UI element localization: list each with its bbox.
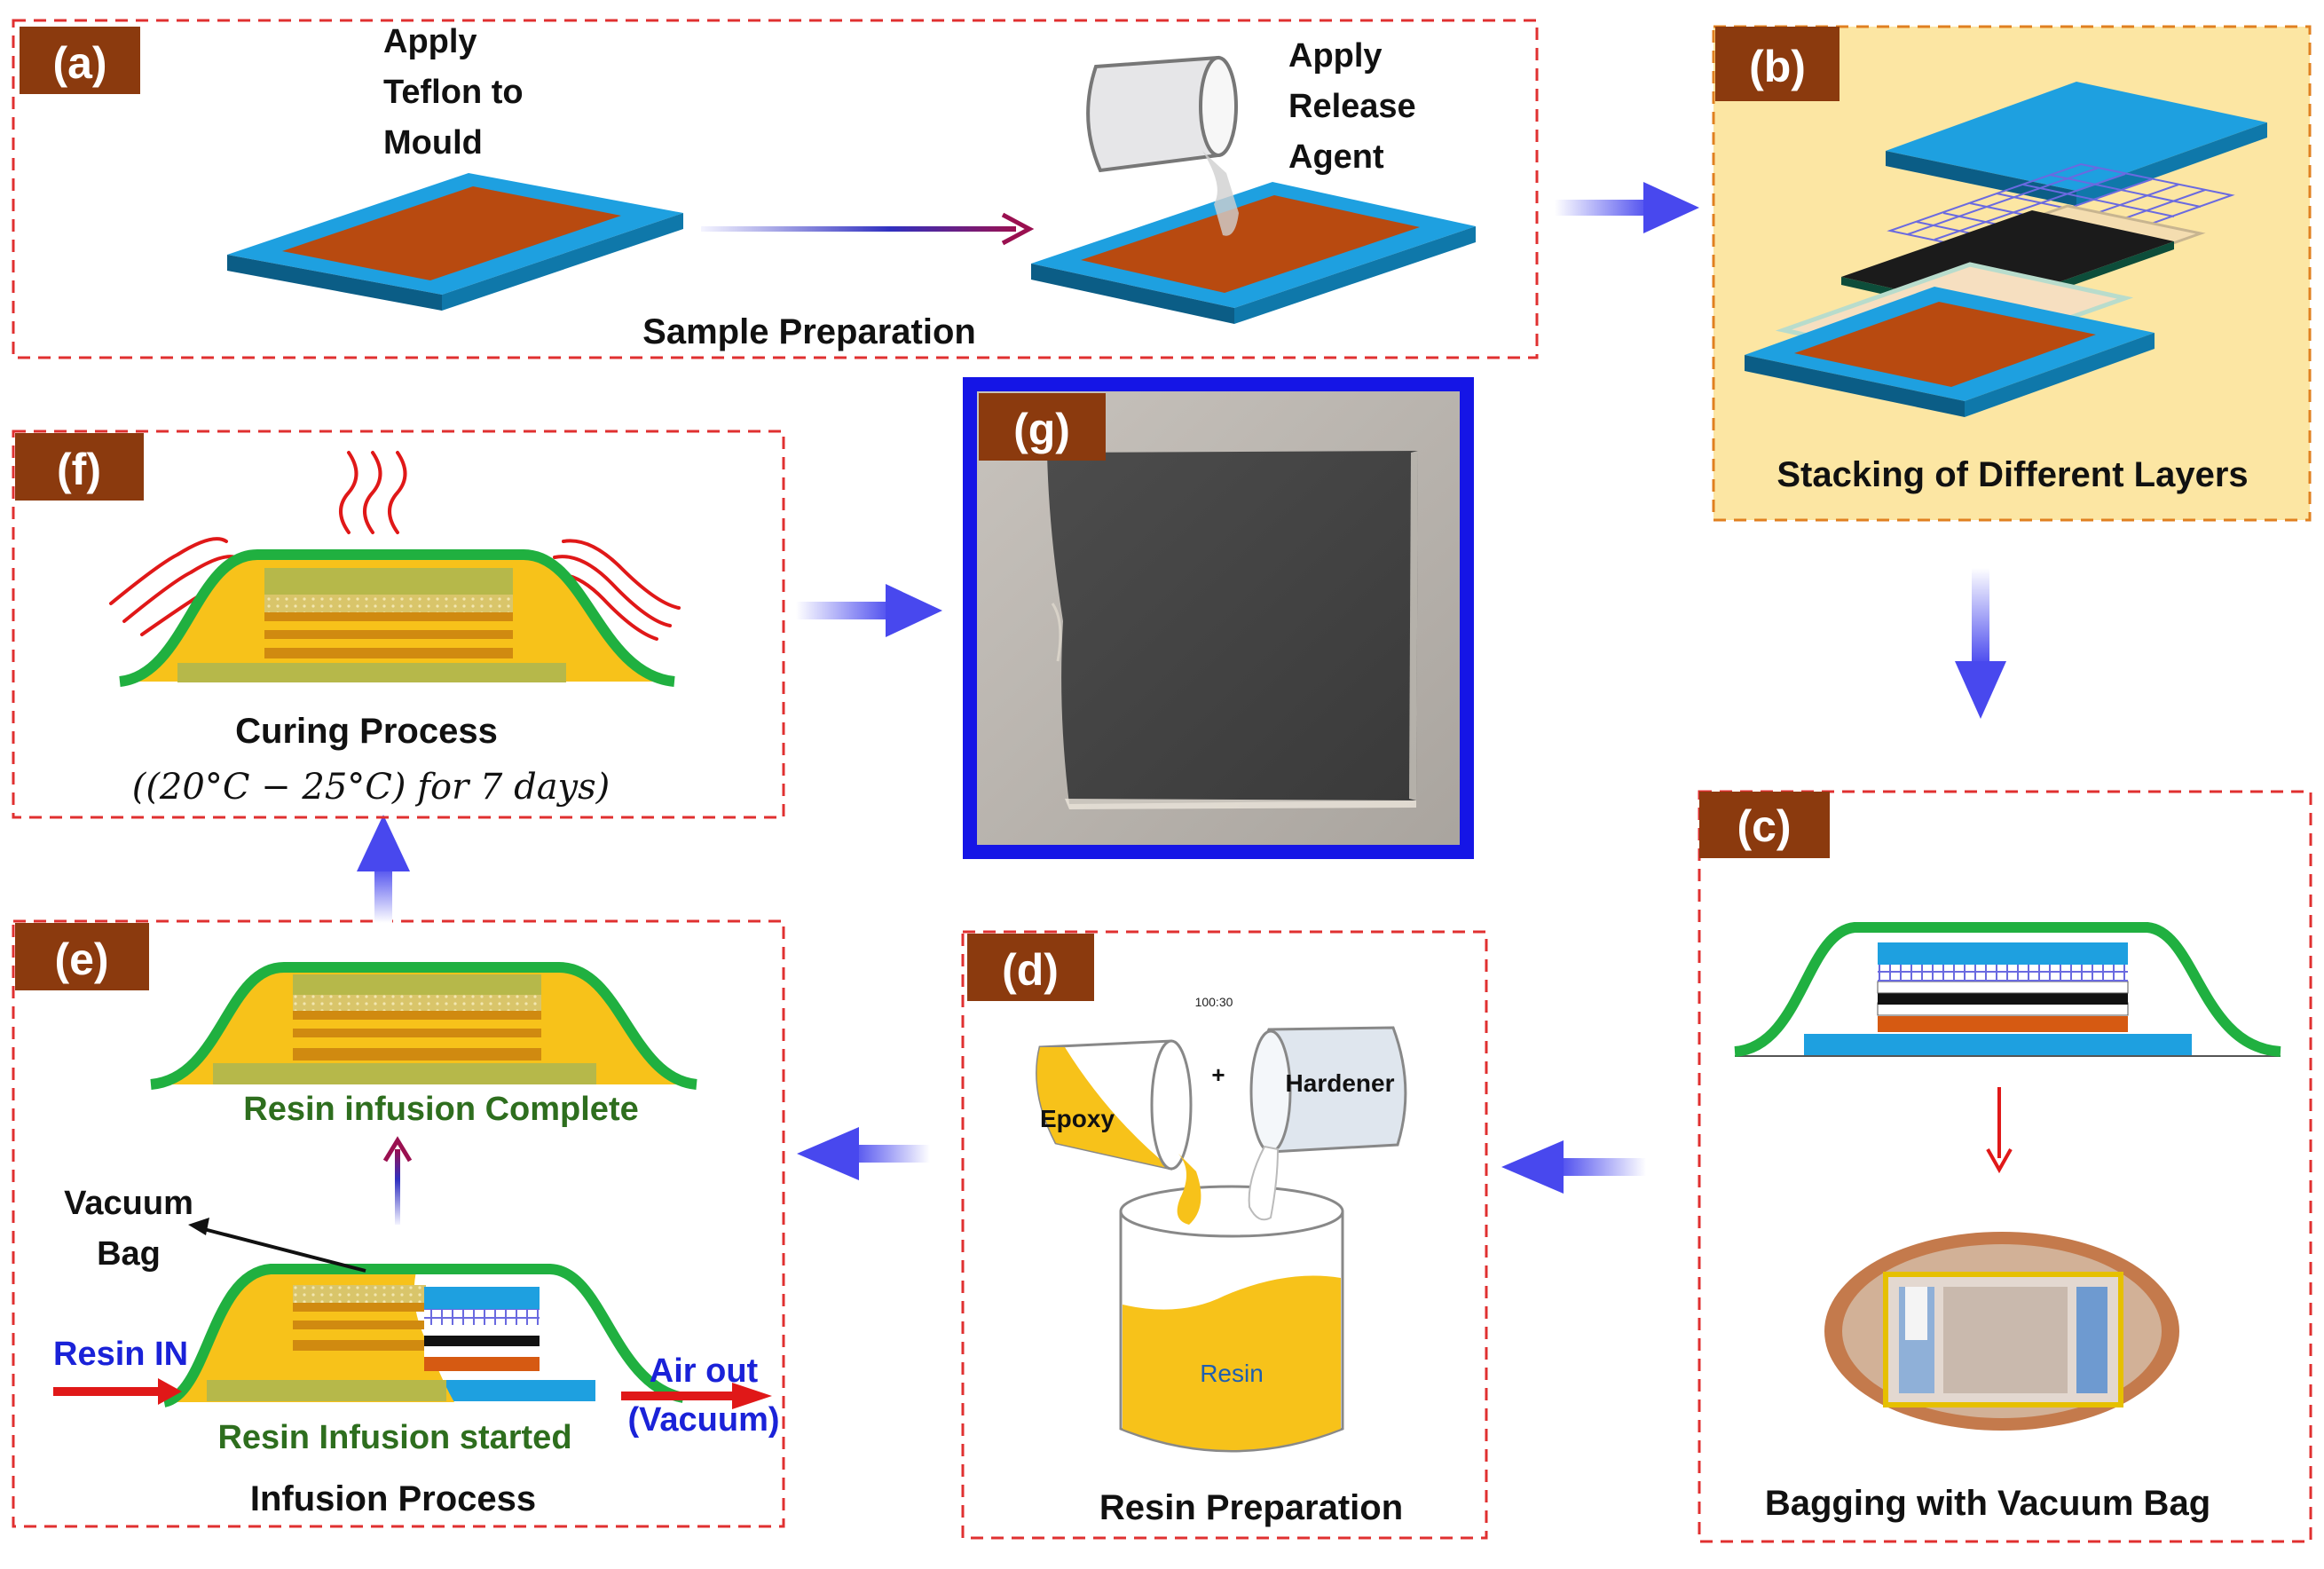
cured-composite-photo: [1047, 451, 1418, 809]
svg-text:Apply: Apply: [383, 23, 477, 60]
panel-b-tag-bg: [1715, 27, 1840, 101]
step-label-teflon-2: Teflon to: [383, 74, 524, 111]
panel-g-tag: (g): [1013, 405, 1070, 454]
panel-d: (d) 100:30 Resin Epoxy + Hardener Resin …: [961, 930, 1488, 1540]
panel-g: (g): [963, 377, 1474, 859]
resin-label: Resin: [1200, 1360, 1264, 1387]
panel-f-tag-bg: [15, 433, 144, 501]
panel-a-frame: [12, 19, 1539, 359]
mould-with-teflon: [227, 173, 683, 311]
svg-text:Agent: Agent: [1288, 138, 1384, 176]
curing-condition: ((20°C − 25°C) for 7 days): [132, 767, 611, 808]
mould-with-release-agent: [1031, 182, 1476, 324]
infusion-complete-diagram: [150, 962, 697, 1090]
svg-text:Bag: Bag: [97, 1235, 161, 1273]
svg-text:Air out: Air out: [650, 1352, 759, 1390]
step-label-teflon-1: Apply: [383, 23, 477, 60]
panel-e-caption: Infusion Process: [250, 1479, 536, 1518]
panel-f-frame: [12, 430, 785, 819]
flow-arrow-e-to-f: [357, 815, 410, 923]
air-out-label-1: Air out: [650, 1352, 759, 1390]
air-out-label-2: (Vacuum): [627, 1401, 779, 1439]
air-out-arrow: [621, 1383, 772, 1409]
panel-e-frame: [12, 919, 785, 1528]
svg-text:Release: Release: [1288, 88, 1416, 125]
resin-in-arrow: [53, 1378, 182, 1405]
flow-arrow-c-to-d: [1501, 1140, 1646, 1194]
epoxy-label: Epoxy: [1040, 1105, 1115, 1132]
infusion-complete-label: Resin infusion Complete: [243, 1091, 638, 1128]
panel-e-tag-bg: [15, 923, 149, 990]
panel-f-tag: (f): [57, 445, 101, 494]
infusion-started-label: Resin Infusion started: [217, 1419, 571, 1456]
panel-d-tag: (d): [1002, 945, 1059, 995]
panel-a-tag-bg: [20, 27, 140, 94]
step-label-release-1: Apply: [1288, 37, 1383, 75]
panel-c: (c) Bagging with Vacuum Bag: [1698, 790, 2312, 1543]
panel-b-caption: Stacking of Different Layers: [1776, 455, 2248, 494]
infusion-started-diagram: [162, 1264, 685, 1407]
svg-text:Mould: Mould: [383, 124, 483, 162]
mix-ratio: 100:30: [1195, 995, 1233, 1009]
step-label-teflon-3: Mould: [383, 124, 483, 162]
panel-f-caption: Curing Process: [235, 712, 498, 751]
panel-c-caption: Bagging with Vacuum Bag: [1765, 1484, 2210, 1523]
arrow-c-down: [1986, 1087, 2013, 1174]
vacuum-bag-photo: [1824, 1232, 2179, 1431]
bagged-layup: [1734, 922, 2281, 1057]
hardener-cup-icon: [1248, 1026, 1407, 1221]
flow-arrow-a-to-b: [1555, 182, 1699, 233]
epoxy-cup-icon: [1036, 1039, 1201, 1225]
hardener-label: Hardener: [1286, 1069, 1395, 1097]
svg-text:(Vacuum): (Vacuum): [627, 1401, 779, 1439]
flow-arrow-d-to-e: [797, 1127, 930, 1180]
svg-text:Teflon to: Teflon to: [383, 74, 524, 111]
panel-a-caption: Sample Preparation: [642, 312, 976, 351]
arrow-e-up: [382, 1136, 413, 1225]
panel-d-frame: [961, 930, 1488, 1540]
resin-in-label: Resin IN: [53, 1336, 188, 1373]
panel-c-tag: (c): [1737, 801, 1791, 851]
panel-c-frame: [1698, 790, 2312, 1543]
stacked-layers: [1745, 82, 2267, 417]
step-label-release-3: Agent: [1288, 138, 1384, 176]
panel-b: (b) Stacking of D: [1712, 25, 2312, 522]
vacuum-bag-pointer: [188, 1218, 366, 1273]
curing-layup-diagram: [118, 549, 675, 687]
panel-f: (f) Curing Process ((20°C − 25°C) for 7 …: [12, 430, 785, 819]
arrow-a1-to-a2: [701, 212, 1035, 246]
step-label-release-2: Release: [1288, 88, 1416, 125]
vacuum-bag-label-2: Bag: [97, 1235, 161, 1273]
panel-a: (a) Apply Teflon to Mould Appl: [12, 19, 1539, 359]
mix-plus: +: [1211, 1061, 1225, 1088]
svg-text:Apply: Apply: [1288, 37, 1383, 75]
panel-d-tag-bg: [967, 934, 1094, 1001]
heat-waves-icon: [109, 451, 681, 641]
panel-b-tag: (b): [1749, 42, 1806, 91]
panel-c-tag-bg: [1699, 792, 1830, 858]
resin-beaker-icon: [1119, 1185, 1344, 1453]
panel-d-caption: Resin Preparation: [1099, 1488, 1403, 1527]
vacuum-bag-label-1: Vacuum: [64, 1185, 193, 1222]
panel-g-tag-bg: [979, 393, 1106, 461]
flow-arrow-b-to-c: [1955, 568, 2006, 719]
panel-e: (e) Resin infusion Complete: [12, 919, 785, 1528]
flow-arrow-f-to-g: [796, 584, 942, 637]
release-agent-cup-icon: [1086, 55, 1239, 236]
panel-e-tag: (e): [54, 934, 108, 984]
svg-text:Vacuum: Vacuum: [64, 1185, 193, 1222]
panel-a-tag: (a): [52, 38, 106, 88]
